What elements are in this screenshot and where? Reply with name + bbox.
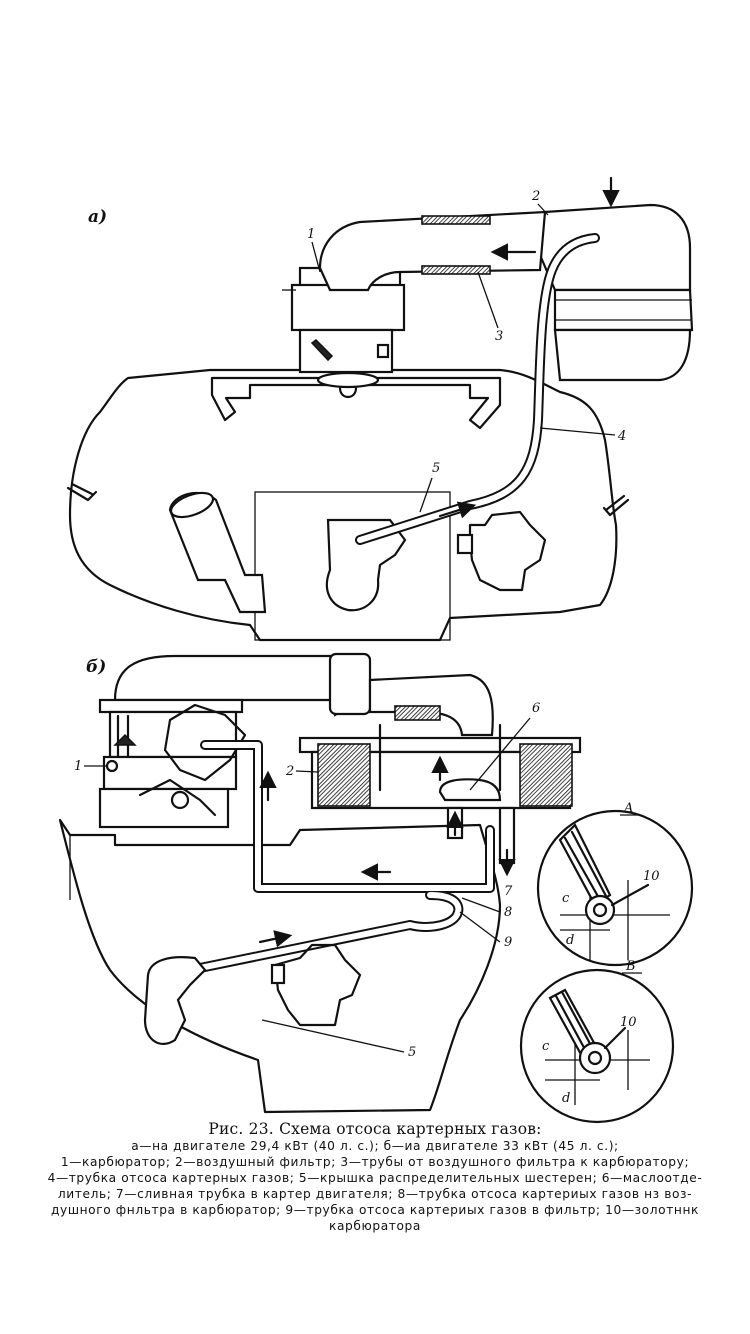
caption-line-2: 1—карбюратор; 2—воздушный фильтр; 3—труб… <box>60 1155 690 1169</box>
tube-clamp-a <box>421 215 491 225</box>
caption-line-3: 4—трубка отсоса картерных газов; 5—крышк… <box>47 1171 703 1185</box>
callout-b-1: 1 <box>74 759 82 774</box>
callout-b-9: 9 <box>504 935 512 950</box>
intake-manifold-a <box>210 376 502 430</box>
distributor-b <box>273 943 362 1027</box>
caption-line-1: а—на двигателе 29,4 кВт (40 л. с.); б—иа… <box>131 1139 619 1153</box>
panel-b: б) <box>58 652 582 1114</box>
inset-a-10: 10 <box>643 869 660 884</box>
callout-a-3: 3 <box>495 329 503 344</box>
callout-b-2: 2 <box>285 764 294 779</box>
cylinder-head-a <box>254 491 451 641</box>
inset-a-c: c <box>562 891 570 906</box>
callout-a-4: 4 <box>617 429 626 444</box>
timing-cover-b <box>143 956 207 1045</box>
distributor-a <box>468 510 547 592</box>
inset-b: B c d 10 <box>519 959 675 1124</box>
caption-line-5: душного фнльтра в карбюратор; 9—трубка о… <box>51 1203 699 1217</box>
callout-b-5: 5 <box>408 1045 416 1060</box>
callout-b-6: 6 <box>532 701 540 716</box>
engine-bracket-right-a <box>602 494 630 517</box>
callouts-a: 1 2 3 4 5 <box>307 189 626 513</box>
engine-block-a <box>68 368 618 642</box>
inset-b-10: 10 <box>620 1015 637 1030</box>
timing-cover-a <box>325 518 407 612</box>
inset-a: A c d 10 <box>536 801 694 967</box>
callout-a-5: 5 <box>432 461 440 476</box>
caption-title: Рис. 23. Схема отсоса картерных газов: <box>208 1120 542 1138</box>
air-filter-b <box>298 723 582 810</box>
engine-bracket-left-a <box>66 482 98 502</box>
inset-b-c: c <box>542 1039 550 1054</box>
caption-line-6: карбюратора <box>329 1219 421 1233</box>
panel-a: а) <box>66 176 694 642</box>
callouts-b: 1 2 5 6 7 8 9 <box>74 701 540 1060</box>
caption-line-4: литель; 7—сливная трубка в картер двигат… <box>57 1187 693 1201</box>
inset-b-title: B <box>625 959 636 974</box>
carburetor-b <box>98 698 247 829</box>
inset-a-title: A <box>623 801 633 816</box>
panel-a-label: а) <box>88 207 107 227</box>
figure-caption: Рис. 23. Схема отсоса картерных газов: а… <box>14 1120 736 1234</box>
inset-b-d: d <box>562 1091 570 1106</box>
panel-b-label: б) <box>86 657 106 677</box>
inset-a-d: d <box>566 933 574 948</box>
callout-b-8: 8 <box>504 905 512 920</box>
callout-a-2: 2 <box>531 189 540 204</box>
callout-a-1: 1 <box>307 227 315 242</box>
callout-b-7: 7 <box>504 884 513 899</box>
